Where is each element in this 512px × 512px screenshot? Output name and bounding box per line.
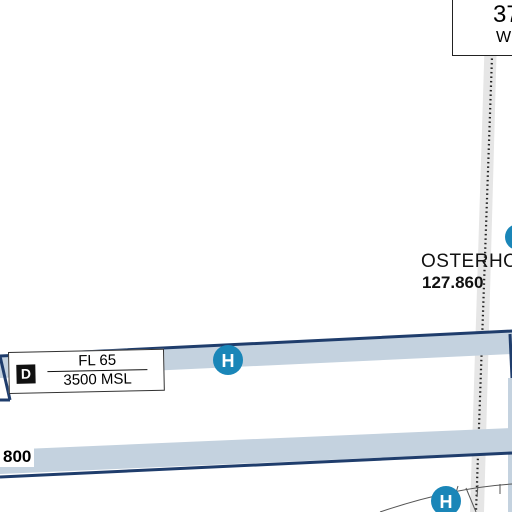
- airspace-upper-limit: FL 65: [47, 351, 148, 373]
- helipad-letter: H: [222, 351, 235, 371]
- reporting-point-icon[interactable]: [505, 224, 512, 250]
- airspace-class-box[interactable]: D FL 65 3500 MSL: [8, 348, 165, 394]
- helipad-letter: H: [440, 492, 453, 512]
- airspace-boundary-upper-top: [0, 329, 512, 401]
- airway-band-lower: [0, 428, 512, 474]
- altitude-box: 37 W: [452, 0, 512, 56]
- airspace-boundary-lower: [0, 451, 512, 479]
- helipad-icon[interactable]: H: [431, 486, 461, 512]
- reporting-point-frequency: 127.860: [422, 273, 484, 292]
- route-band: [470, 0, 498, 512]
- altitude-box-value: 37: [493, 1, 512, 28]
- compass-tick: [476, 484, 479, 498]
- compass-radial: [465, 487, 477, 512]
- airspace-lower-limit: 3500 MSL: [63, 370, 132, 389]
- reporting-point-name: OSTERHO: [421, 251, 512, 272]
- lower-airway-label: 800: [0, 447, 35, 467]
- altitude-box-sub: W: [496, 29, 512, 46]
- helipad-icon[interactable]: H: [213, 345, 243, 375]
- airspace-class-letter: D: [16, 364, 36, 384]
